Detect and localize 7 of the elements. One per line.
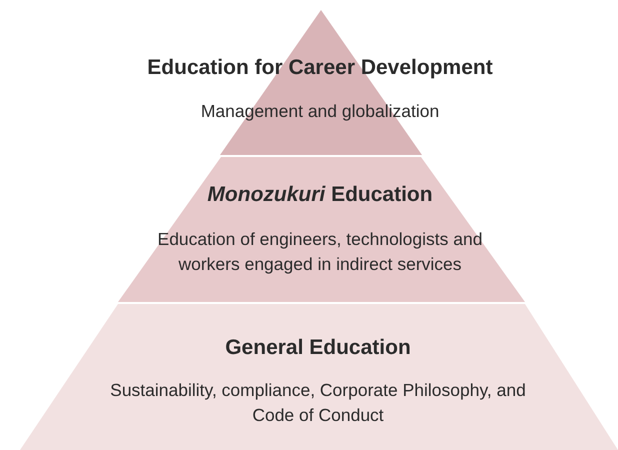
tier-heading: Monozukuri Education [207, 183, 433, 207]
tier-heading: Education for Career Development [147, 56, 493, 80]
tier-description: Sustainability, compliance, Corporate Philosophy, and Code of Conduct [109, 379, 527, 427]
tier-heading: General Education [225, 336, 411, 360]
pyramid-tier [18, 304, 618, 450]
tier-description: Management and globalization [200, 100, 440, 123]
tier-description: Education of engineers, technologists and workers engaged in indirect services [156, 228, 484, 276]
